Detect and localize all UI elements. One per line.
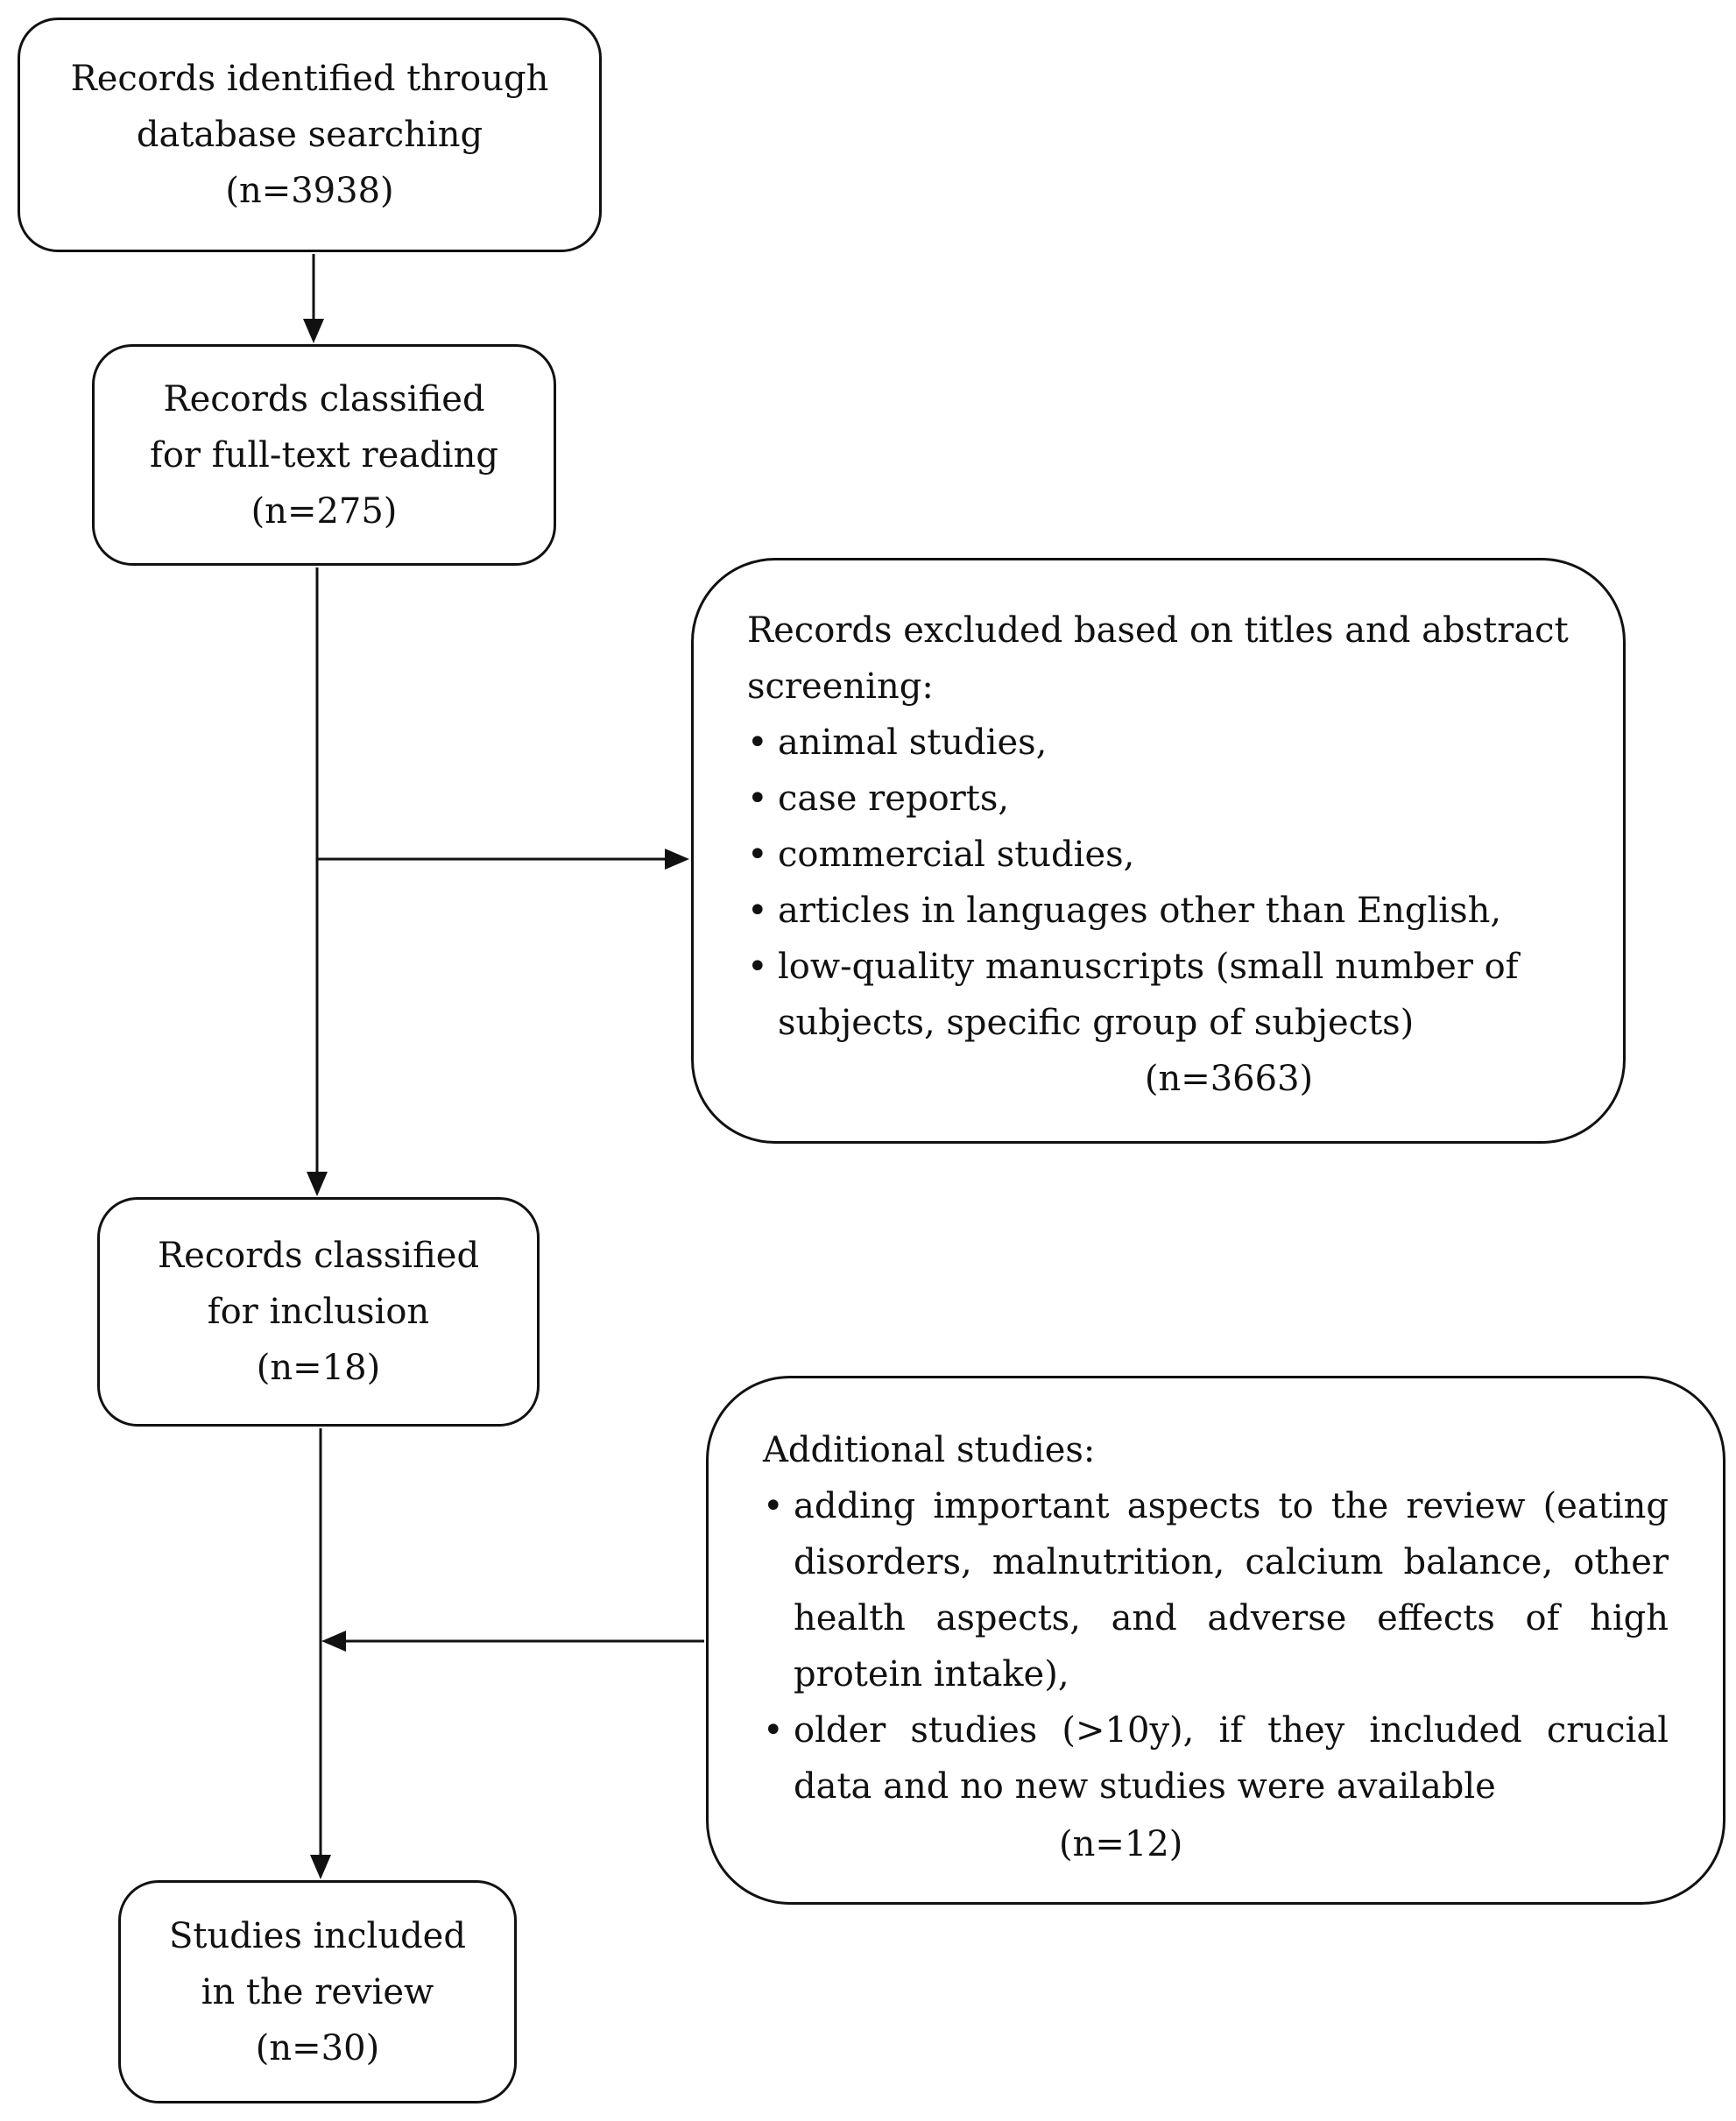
excluded-heading: Records excluded based on titles and abs… [747,610,1569,707]
excluded-item-animal: animal studies, [747,715,1570,771]
additional-list: adding important aspects to the review (… [763,1478,1669,1814]
classified-for-inclusion-box: Records classified for inclusion (n=18) [97,1197,540,1427]
additional-item-important-aspects: adding important aspects to the review (… [763,1478,1669,1702]
arrowhead-right-excluded [665,849,689,870]
studies-included-count: (n=30) [255,2027,380,2068]
additional-studies-box: Additional studies: adding important asp… [706,1376,1725,1905]
inclusion-line-1: Records classified [157,1236,480,1276]
inclusion-line-2: for inclusion [207,1292,430,1332]
excluded-count: (n=3663) [1144,1059,1314,1099]
excluded-item-commercial: commercial studies, [747,827,1570,883]
excluded-item-case-reports: case reports, [747,771,1570,827]
records-identified-count: (n=3938) [225,171,394,211]
arrowhead-down-1 [303,319,324,343]
excluded-item-low-quality: low-quality manuscripts (small number of… [747,939,1570,1051]
additional-item-older-studies: older studies (>10y), if they included c… [763,1702,1669,1814]
arrowhead-down-3 [310,1855,331,1879]
arrowhead-down-2 [307,1172,328,1196]
full-text-line-1: Records classified [163,378,485,419]
records-excluded-box: Records excluded based on titles and abs… [691,558,1626,1144]
studies-included-box: Studies included in the review (n=30) [118,1880,517,2103]
full-text-count: (n=275) [251,490,398,532]
excluded-item-languages: articles in languages other than English… [747,883,1570,939]
records-identified-line-2: database searching [136,115,483,155]
full-text-line-2: for full-text reading [150,434,498,476]
records-identified-box: Records identified through database sear… [18,18,602,252]
studies-included-line-1: Studies included [169,1915,466,1956]
additional-heading: Additional studies: [763,1430,1096,1470]
additional-count: (n=12) [1059,1824,1183,1864]
arrowhead-left-additional [321,1631,346,1652]
excluded-list: animal studies, case reports, commercial… [747,715,1570,1051]
inclusion-count: (n=18) [256,1348,381,1388]
full-text-reading-box: Records classified for full-text reading… [92,344,556,566]
records-identified-line-1: Records identified through [70,59,549,99]
studies-included-line-2: in the review [201,1971,434,2012]
